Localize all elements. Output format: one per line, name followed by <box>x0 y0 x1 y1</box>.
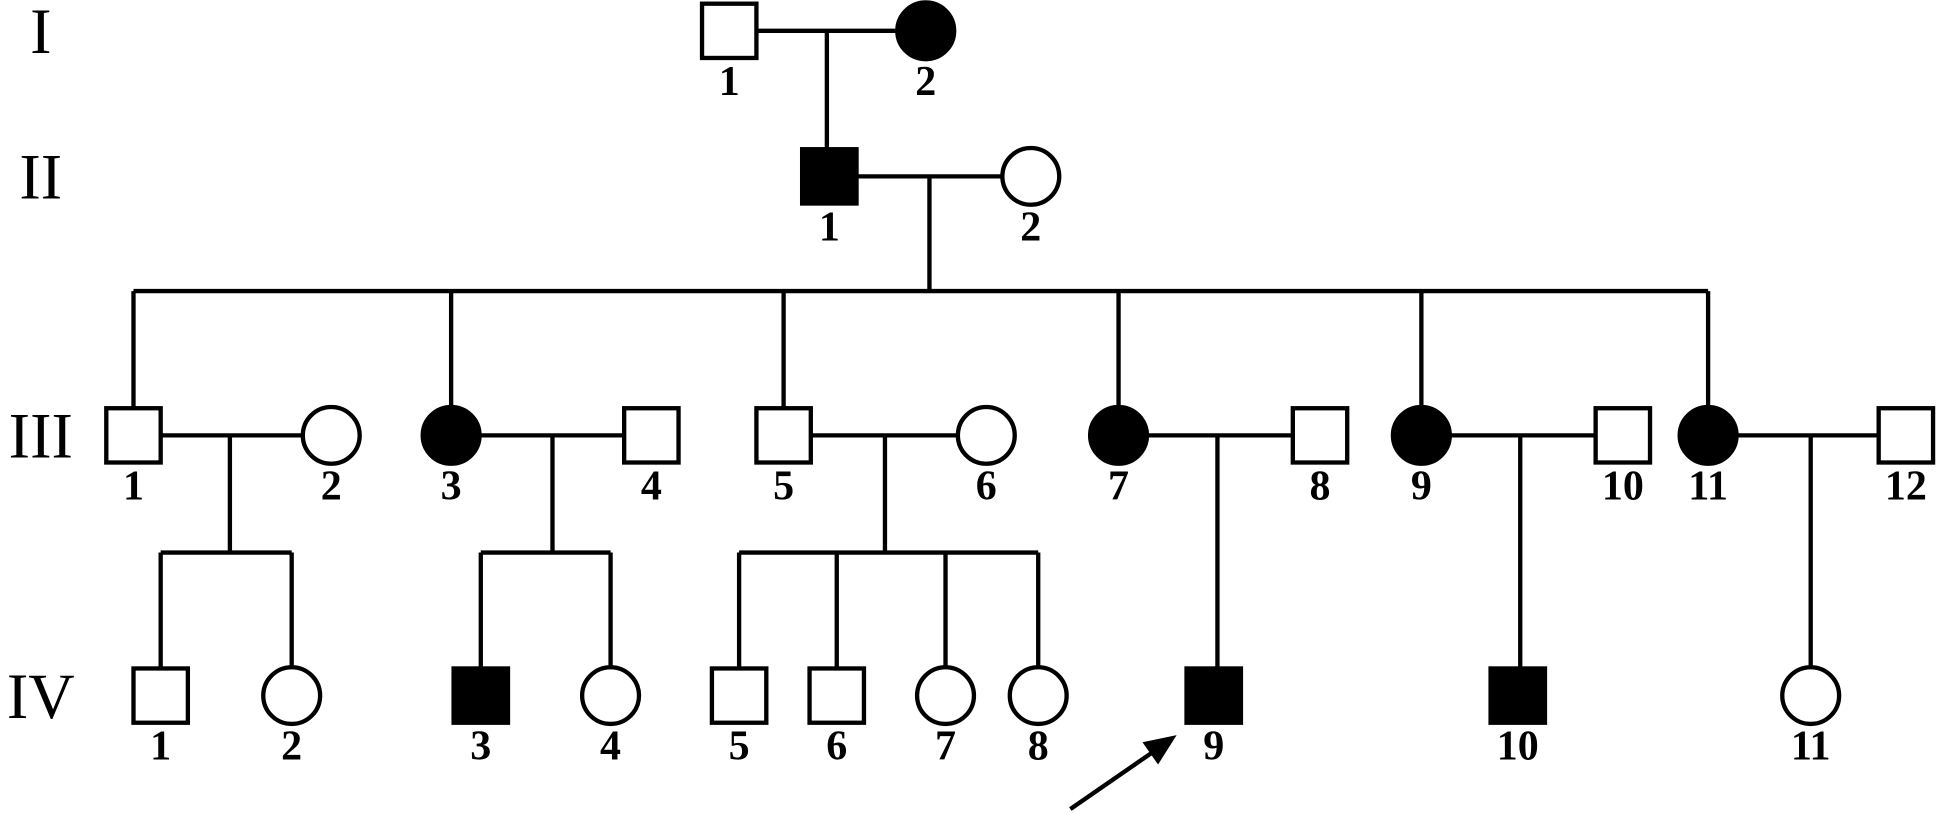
individual-number-II-1: 1 <box>819 205 840 251</box>
individual-number-I-2: 2 <box>915 59 936 105</box>
unaffected-male-symbol <box>1876 406 1936 465</box>
unaffected-female-symbol <box>300 404 362 466</box>
unaffected-female-symbol <box>1007 665 1069 727</box>
individual-number-IV-1: 1 <box>150 724 171 770</box>
individual-number-II-2: 2 <box>1020 205 1041 251</box>
unaffected-female-symbol <box>914 665 977 727</box>
individual-number-III-6: 6 <box>976 464 997 510</box>
affected-female-symbol <box>1087 404 1150 466</box>
individual-number-IV-4: 4 <box>600 724 621 770</box>
unaffected-male-symbol <box>709 666 769 725</box>
individual-number-I-1: 1 <box>719 59 740 105</box>
affected-female-symbol <box>1677 404 1739 466</box>
proband-arrow-icon <box>1142 735 1177 765</box>
unaffected-male-symbol <box>807 666 867 725</box>
unaffected-male-symbol <box>1593 406 1653 465</box>
unaffected-male-symbol <box>622 406 681 465</box>
individual-number-IV-9: 9 <box>1203 724 1224 770</box>
affected-male-symbol <box>1488 666 1548 725</box>
individual-number-III-5: 5 <box>773 464 794 510</box>
individual-number-IV-7: 7 <box>935 724 956 770</box>
generation-label-IV: IV <box>7 661 75 732</box>
individual-number-IV-2: 2 <box>281 724 302 770</box>
unaffected-female-symbol <box>955 404 1017 466</box>
unaffected-female-symbol <box>261 665 323 727</box>
generation-label-III: III <box>9 401 73 472</box>
unaffected-female-symbol <box>579 665 642 727</box>
generation-label-I: I <box>30 0 51 67</box>
individual-number-IV-3: 3 <box>470 724 491 770</box>
individual-number-III-2: 2 <box>321 464 342 510</box>
unaffected-female-symbol <box>1000 145 1062 207</box>
generation-label-II: II <box>19 142 62 213</box>
unaffected-male-symbol <box>1290 406 1350 465</box>
individual-number-III-8: 8 <box>1310 464 1331 510</box>
individual-number-IV-8: 8 <box>1028 724 1049 770</box>
affected-female-symbol <box>420 404 482 466</box>
unaffected-male-symbol <box>104 406 163 465</box>
individual-number-III-4: 4 <box>641 464 662 510</box>
affected-male-symbol <box>1184 666 1244 725</box>
individual-number-III-9: 9 <box>1411 464 1432 510</box>
individual-number-IV-6: 6 <box>826 724 847 770</box>
unaffected-male-symbol <box>699 1 759 61</box>
individual-number-III-11: 11 <box>1688 464 1728 510</box>
affected-female-symbol <box>1390 404 1452 466</box>
unaffected-male-symbol <box>754 406 813 465</box>
unaffected-female-symbol <box>1780 665 1842 727</box>
individual-number-III-10: 10 <box>1602 464 1644 510</box>
individual-number-III-12: 12 <box>1885 464 1927 510</box>
affected-male-symbol <box>799 147 859 206</box>
affected-female-symbol <box>895 0 957 62</box>
affected-male-symbol <box>451 666 511 725</box>
individual-number-IV-5: 5 <box>729 724 750 770</box>
individual-number-IV-10: 10 <box>1497 724 1539 770</box>
individual-number-III-3: 3 <box>441 464 462 510</box>
individual-number-III-7: 7 <box>1108 464 1129 510</box>
unaffected-male-symbol <box>131 666 191 725</box>
individual-number-IV-11: 11 <box>1791 724 1831 770</box>
individual-number-III-1: 1 <box>123 464 144 510</box>
